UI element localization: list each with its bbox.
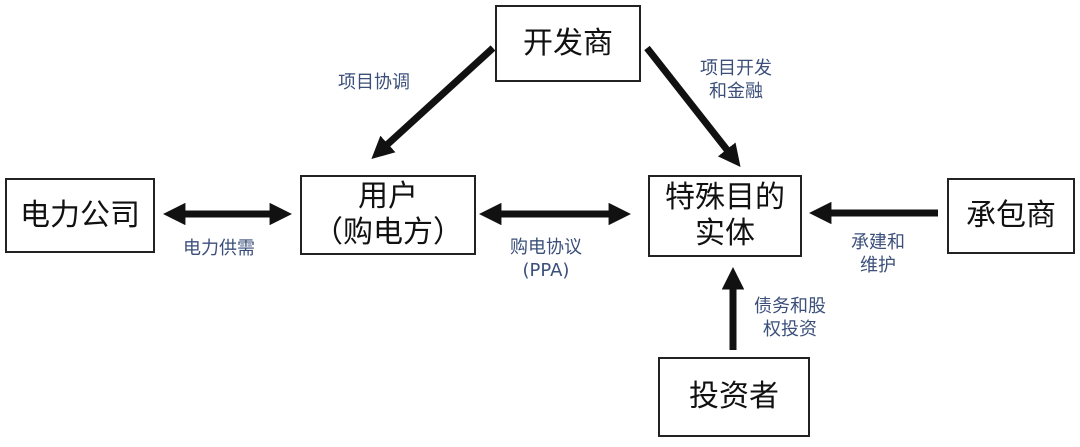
edge-label-project-coordination: 项目协调 <box>338 71 410 94</box>
spv-node: 特殊目的 实体 <box>648 175 802 257</box>
contractor-node: 承包商 <box>947 178 1075 254</box>
edge-label-debt-equity-investment: 债务和股 权投资 <box>754 295 826 342</box>
developer-node: 开发商 <box>495 5 641 82</box>
arrow-developer-to-user <box>371 45 496 160</box>
edge-label-project-dev-finance-line2: 和金融 <box>709 81 763 103</box>
edge-label-construction-maintenance-line2: 维护 <box>860 255 896 277</box>
edge-label-ppa-line2: (PPA) <box>522 260 570 282</box>
spv-label-line2: 实体 <box>695 216 755 251</box>
investor-label: 投资者 <box>689 379 779 414</box>
user-label-line2: （购电方） <box>313 215 463 250</box>
edge-label-debt-equity-investment-line2: 权投资 <box>763 319 817 341</box>
edge-label-ppa-line1: 购电协议 <box>510 237 582 258</box>
edge-label-project-dev-finance: 项目开发 和金融 <box>700 57 772 104</box>
power-company-node: 电力公司 <box>5 178 155 253</box>
investor-node: 投资者 <box>658 357 810 437</box>
edge-label-construction-maintenance-line1: 承建和 <box>851 232 905 253</box>
edge-label-construction-maintenance: 承建和 维护 <box>851 231 905 278</box>
edge-label-power-supply-demand: 电力供需 <box>183 237 255 260</box>
power-company-label: 电力公司 <box>20 197 140 233</box>
arrow-developer-to-spv <box>644 45 741 168</box>
edge-label-power-supply-demand-text: 电力供需 <box>183 238 255 259</box>
edge-label-project-coordination-text: 项目协调 <box>338 72 410 93</box>
spv-label-line1: 特殊目的 <box>665 180 785 215</box>
user-label-line1: 用户 <box>358 179 418 214</box>
edge-label-ppa: 购电协议 (PPA) <box>510 236 582 283</box>
edge-label-debt-equity-investment-line1: 债务和股 <box>754 296 826 317</box>
contractor-label: 承包商 <box>966 198 1056 233</box>
edge-label-project-dev-finance-line1: 项目开发 <box>700 58 772 79</box>
developer-label: 开发商 <box>523 25 613 61</box>
user-node: 用户 （购电方） <box>300 175 476 255</box>
